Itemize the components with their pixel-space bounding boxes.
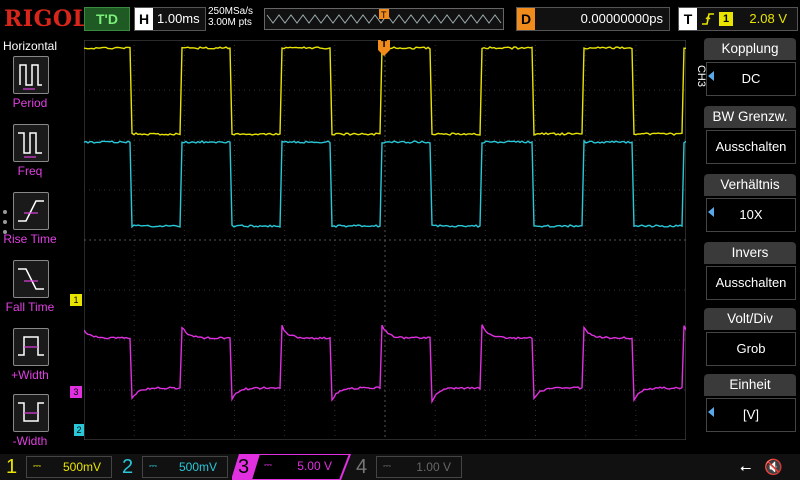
right-channel-menu: Kopplung DC CH3 BW Grenzw. Ausschalten V…	[700, 38, 800, 454]
trigger-source: 1	[719, 12, 733, 26]
horizontal-label: H	[135, 8, 153, 30]
coupling-arrow-icon	[708, 71, 714, 81]
coupling-value: DC	[706, 62, 796, 96]
waveform-display[interactable]	[84, 40, 686, 440]
trigger-status-badge: T'D	[84, 7, 130, 31]
trigger-settings[interactable]: T 1 2.08 V	[678, 7, 798, 31]
volt-div-label: Volt/Div	[704, 308, 796, 330]
page-dots-icon	[2, 208, 8, 238]
fall-time-label: Fall Time	[0, 300, 60, 314]
memory-depth: 3.00M pts	[208, 17, 253, 28]
unit-label: Einheit	[704, 374, 796, 396]
bandwidth-limit-label: BW Grenzw.	[704, 106, 796, 128]
coupling-label: Kopplung	[704, 38, 796, 60]
dc-coupling-icon: ⎓	[383, 457, 391, 477]
delay-value: 0.00000000ps	[581, 8, 663, 30]
memory-trigger-marker: T	[381, 10, 387, 20]
bandwidth-limit-value: Ausschalten	[706, 130, 796, 164]
trigger-level: 2.08 V	[749, 8, 787, 30]
sample-rate: 250MSa/s	[208, 6, 253, 17]
trigger-label: T	[679, 8, 697, 30]
ch2-status[interactable]: 2 ⎓ 500mV	[116, 454, 232, 480]
rise-time-icon	[13, 192, 49, 230]
memory-overview[interactable]: T	[264, 8, 504, 30]
rise-time-label: Rise Time	[0, 232, 60, 246]
unit-value: [V]	[706, 398, 796, 432]
coupling-setting[interactable]: Kopplung DC	[704, 38, 796, 100]
horizontal-timebase[interactable]: H 1.00ms	[134, 7, 206, 31]
volt-div-value: Grob	[706, 332, 796, 366]
fall-time-icon	[13, 260, 49, 298]
channel-status-bar: 1 ⎓ 500mV 2 ⎓ 500mV 3 ⎓ 5.00 V 4 ⎓ 1.00 …	[0, 454, 800, 480]
positive-width-icon	[13, 328, 49, 366]
ch1-scale: 500mV	[63, 457, 101, 477]
dc-coupling-icon: ⎓	[149, 457, 157, 477]
measure-period[interactable]: Period	[0, 56, 60, 122]
probe-ratio-value: 10X	[706, 198, 796, 232]
ch4-scale: 1.00 V	[416, 457, 451, 477]
timebase-value: 1.00ms	[157, 8, 200, 30]
bandwidth-limit-setting[interactable]: BW Grenzw. Ausschalten	[704, 106, 796, 168]
measure-positive-width[interactable]: +Width	[0, 328, 60, 394]
volt-div-setting[interactable]: Volt/Div Grob	[704, 308, 796, 370]
ch1-ground-marker[interactable]: 1	[70, 294, 82, 306]
ch3-ground-marker[interactable]: 3	[70, 386, 82, 398]
negative-width-icon	[13, 394, 49, 432]
rising-edge-icon	[701, 11, 715, 27]
top-status-bar: RIGOL T'D H 1.00ms 250MSa/s 3.00M pts T …	[0, 0, 800, 38]
ch2-number: 2	[122, 454, 133, 480]
ch3-number: 3	[238, 454, 249, 480]
trigger-delay[interactable]: D 0.00000000ps	[516, 7, 670, 31]
rigol-logo: RIGOL	[4, 6, 89, 32]
trigger-marker-label: T	[381, 39, 387, 50]
ch2-scale: 500mV	[179, 457, 217, 477]
dc-coupling-icon: ⎓	[33, 457, 41, 477]
probe-ratio-label: Verhältnis	[704, 174, 796, 196]
negative-width-label: -Width	[0, 434, 60, 448]
channel-tag: CH3	[695, 65, 707, 87]
probe-ratio-setting[interactable]: Verhältnis 10X	[704, 174, 796, 236]
ch1-number: 1	[6, 454, 17, 480]
measure-rise-time[interactable]: Rise Time	[0, 192, 60, 258]
delay-label: D	[517, 8, 535, 30]
measure-fall-time[interactable]: Fall Time	[0, 260, 60, 326]
ch1-marker-label: 1	[73, 295, 78, 305]
invert-setting[interactable]: Invers Ausschalten	[704, 242, 796, 304]
usb-icon: ⭠	[740, 459, 751, 476]
ch4-status[interactable]: 4 ⎓ 1.00 V	[350, 454, 466, 480]
unit-setting[interactable]: Einheit [V]	[704, 374, 796, 436]
period-icon	[13, 56, 49, 94]
trigger-position-marker[interactable]: T	[378, 40, 390, 56]
measure-negative-width[interactable]: -Width	[0, 394, 60, 460]
probe-ratio-arrow-icon	[708, 207, 714, 217]
speaker-muted-icon[interactable]: 🔇	[764, 458, 783, 476]
left-measure-menu: Horizontal Period Freq Rise Time Fall Ti…	[0, 38, 60, 454]
measure-category-title: Horizontal	[0, 38, 60, 54]
ch3-status[interactable]: 3 ⎓ 5.00 V	[232, 454, 350, 480]
measure-freq[interactable]: Freq	[0, 124, 60, 190]
memory-waveform-icon: T	[265, 9, 503, 29]
invert-label: Invers	[704, 242, 796, 264]
period-label: Period	[0, 96, 60, 110]
sample-info: 250MSa/s 3.00M pts	[208, 6, 253, 28]
freq-label: Freq	[0, 164, 60, 178]
ch1-status[interactable]: 1 ⎓ 500mV	[0, 454, 116, 480]
ch3-marker-label: 3	[73, 387, 78, 397]
ch2-ground-marker[interactable]: 2	[74, 424, 84, 436]
dc-coupling-icon: ⎓	[264, 456, 272, 476]
positive-width-label: +Width	[0, 368, 60, 382]
ch4-number: 4	[356, 454, 367, 480]
ch3-scale: 5.00 V	[297, 456, 332, 476]
ch2-marker-label: 2	[76, 425, 81, 435]
freq-icon	[13, 124, 49, 162]
invert-value: Ausschalten	[706, 266, 796, 300]
unit-arrow-icon	[708, 407, 714, 417]
